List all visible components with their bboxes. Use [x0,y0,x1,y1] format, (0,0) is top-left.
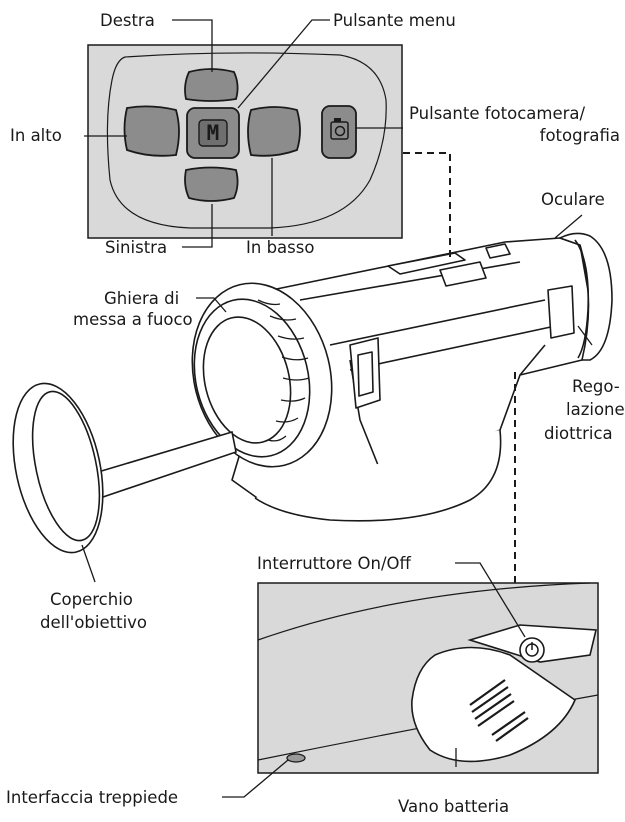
label-lens-cap-1: Coperchio [50,590,133,609]
eyepiece [557,232,613,361]
thermal-monocular [231,237,596,501]
key-right[interactable] [184,68,239,102]
label-lens-cap-2: dell'obiettivo [40,613,147,632]
leader-lines [81,19,593,798]
side-bracket [349,337,381,409]
label-right: Destra [100,11,155,30]
label-focus-ring-2: messa a fuoco [73,310,193,329]
device-top-buttons [387,243,511,287]
label-left: Sinistra [105,238,167,257]
label-down: In basso [246,238,314,257]
dashed-connector-top [403,152,451,262]
label-diopter-1: Rego- [572,377,620,396]
key-up[interactable] [123,105,180,157]
keypad-outline [106,52,387,229]
label-menu-button: Pulsante menu [333,11,456,30]
label-power-switch: Interruttore On/Off [257,554,412,573]
body-ridge [299,261,561,371]
label-eyepiece: Oculare [541,190,605,209]
key-camera[interactable] [321,105,357,159]
label-tripod-interface: Interfaccia treppiede [6,788,178,807]
device-grip [254,429,502,522]
power-switch[interactable] [519,637,545,663]
key-left[interactable] [184,166,239,202]
label-camera-button-1: Pulsante fotocamera/ [409,104,586,123]
lens-cap-strap [84,430,237,500]
objective-lens [191,282,333,468]
tripod-socket [286,753,306,763]
key-menu-inner [198,119,228,147]
label-camera-button-2: fotografia [540,126,620,145]
lens-cap [12,382,237,554]
labels: Destra Pulsante menu In alto Pulsante fo… [6,11,625,816]
keypad-inset: M [87,44,403,239]
label-diopter-2: lazione [566,400,625,419]
lens-cap-disc [12,382,104,554]
camera-icon [330,118,349,140]
label-up: In alto [10,126,62,145]
battery-grip-ribs [469,679,529,742]
key-down[interactable] [247,106,301,157]
label-battery-compartment: Vano batteria [398,797,509,816]
label-diopter-3: diottrica [544,424,613,443]
side-slot [547,285,575,339]
bottom-inset [257,582,599,774]
menu-key-glyph: M [207,121,220,145]
label-focus-ring-1: Ghiera di [104,289,179,308]
battery-cover [411,646,576,763]
